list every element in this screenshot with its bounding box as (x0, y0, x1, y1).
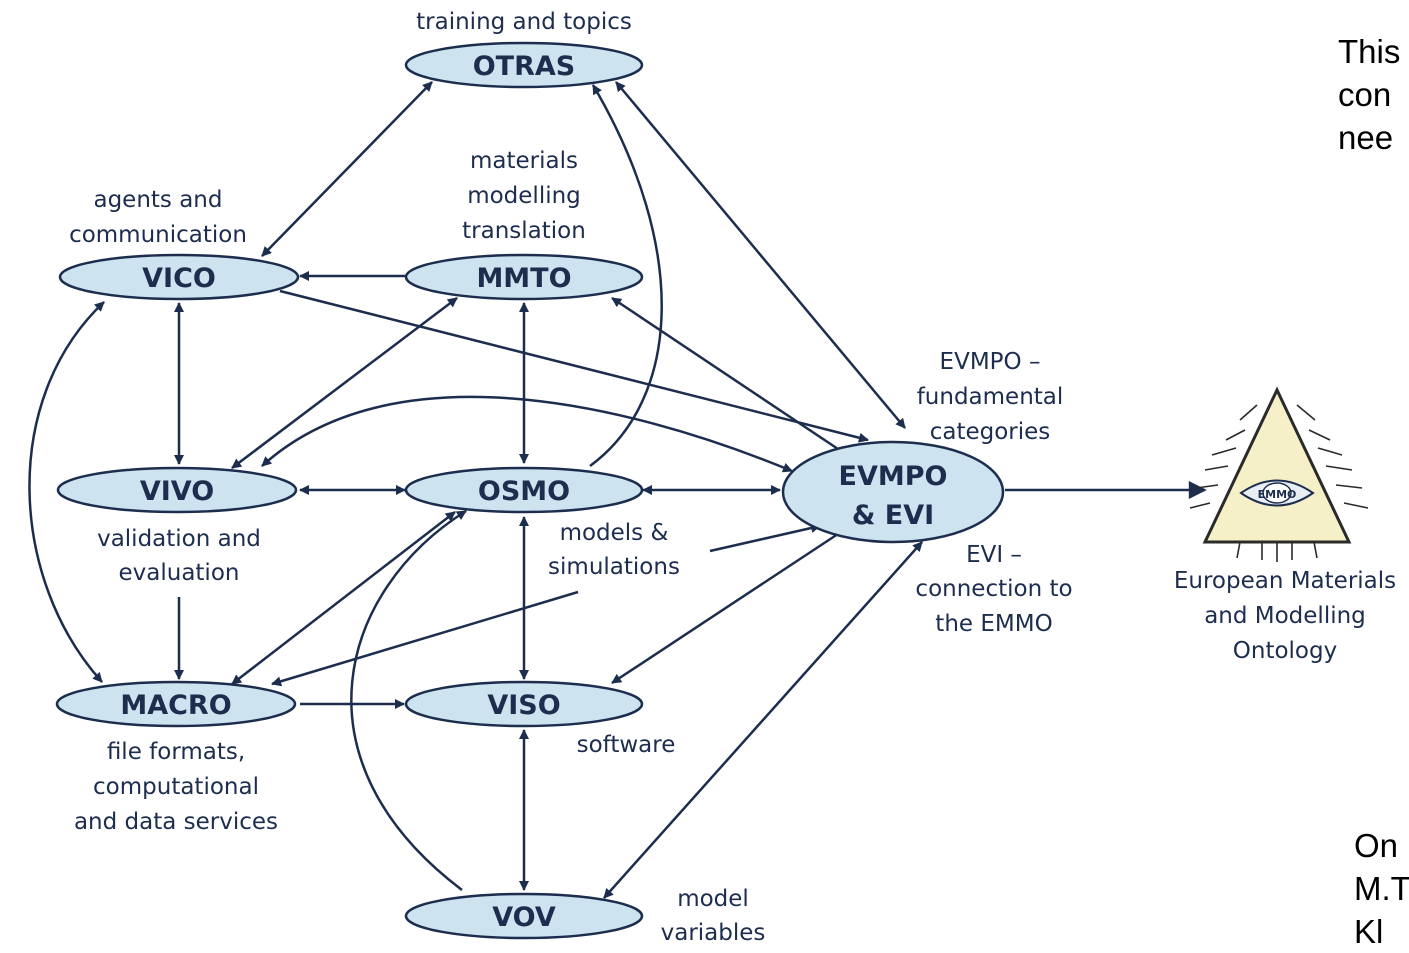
node-evmpo-label-line1: EVMPO (839, 461, 948, 492)
side-text-bottom: On M.T Kl (1354, 824, 1409, 953)
emmo-logo-text: EMMO (1258, 488, 1297, 501)
edge-otras-evmpo (615, 81, 906, 429)
caption-evmpo-line2: fundamental (917, 384, 1064, 410)
caption-vov-line2: variables (661, 920, 766, 946)
node-vico: VICO (58, 253, 300, 301)
edge-vov-evmpo (603, 541, 923, 899)
edge-mmto-evmpo (611, 296, 848, 457)
node-otras: OTRAS (404, 41, 644, 89)
caption-emmo-line2: and Modelling (1204, 603, 1366, 629)
node-macro-label: MACRO (120, 690, 231, 721)
node-evmpo-evi: EVMPO & EVI (781, 440, 1005, 544)
side-text-bottom-line1: On (1354, 827, 1399, 864)
caption-osmo-line1: models & (560, 520, 669, 546)
node-vov-label: VOV (492, 902, 556, 933)
node-osmo-label: OSMO (478, 476, 570, 507)
node-otras-label: OTRAS (473, 51, 576, 82)
node-osmo: OSMO (404, 466, 644, 514)
caption-mmto-line1: materials (470, 148, 578, 174)
node-vivo: VIVO (56, 466, 298, 514)
side-text-top-line2: con (1338, 76, 1392, 113)
caption-evi-line3: the EMMO (935, 611, 1052, 637)
node-macro: MACRO (55, 680, 297, 728)
emmo-logo: EMMO (1189, 386, 1369, 562)
caption-otras: training and topics (416, 9, 632, 35)
side-text-top: This con nee (1338, 30, 1400, 159)
caption-osmo-line2: simulations (548, 554, 680, 580)
caption-vico-line2: communication (69, 222, 247, 248)
edge-osmo-macro (231, 511, 456, 685)
node-viso-label: VISO (487, 690, 560, 721)
node-vivo-label: VIVO (140, 476, 214, 507)
side-text-top-line1: This (1338, 33, 1401, 70)
node-vico-label: VICO (142, 263, 216, 294)
node-mmto-label: MMTO (476, 263, 571, 294)
caption-evmpo-line1: EVMPO – (940, 349, 1041, 375)
caption-vov-line1: model (677, 886, 749, 912)
caption-emmo-line3: Ontology (1233, 638, 1337, 664)
edge-vico-macro (28, 301, 105, 683)
caption-evmpo-line3: categories (930, 419, 1051, 445)
edge-vov-osmo (350, 509, 467, 891)
caption-macro-line2: computational (93, 774, 259, 800)
caption-macro-line3: and data services (74, 809, 278, 835)
edge-modsim-macro (271, 590, 579, 687)
side-text-top-line3: nee (1338, 119, 1394, 156)
caption-evi-line2: connection to (915, 576, 1072, 602)
side-text-bottom-line2: M.T (1354, 870, 1409, 907)
caption-macro-line1: file formats, (107, 739, 245, 765)
node-viso: VISO (404, 680, 644, 728)
caption-evi-line1: EVI – (966, 542, 1022, 568)
side-text-bottom-line3: Kl (1354, 913, 1384, 950)
edge-vivo-evmpo (261, 395, 793, 473)
node-evmpo-label-line2: & EVI (852, 500, 934, 531)
node-mmto: MMTO (404, 253, 644, 301)
caption-vivo-line2: evaluation (119, 560, 240, 586)
edge-otras-vico (261, 81, 433, 257)
caption-mmto-line2: modelling (467, 183, 581, 209)
node-vov: VOV (404, 892, 644, 940)
caption-vico-line1: agents and (93, 187, 222, 213)
edge-viso-evmpo (611, 526, 848, 685)
caption-mmto-line3: translation (462, 218, 586, 244)
caption-vivo-line1: validation and (97, 526, 261, 552)
edge-modsim-evmpo (709, 523, 821, 553)
caption-emmo-line1: European Materials (1174, 568, 1396, 594)
edge-mmto-vivo (231, 297, 458, 469)
caption-viso: software (577, 732, 676, 758)
